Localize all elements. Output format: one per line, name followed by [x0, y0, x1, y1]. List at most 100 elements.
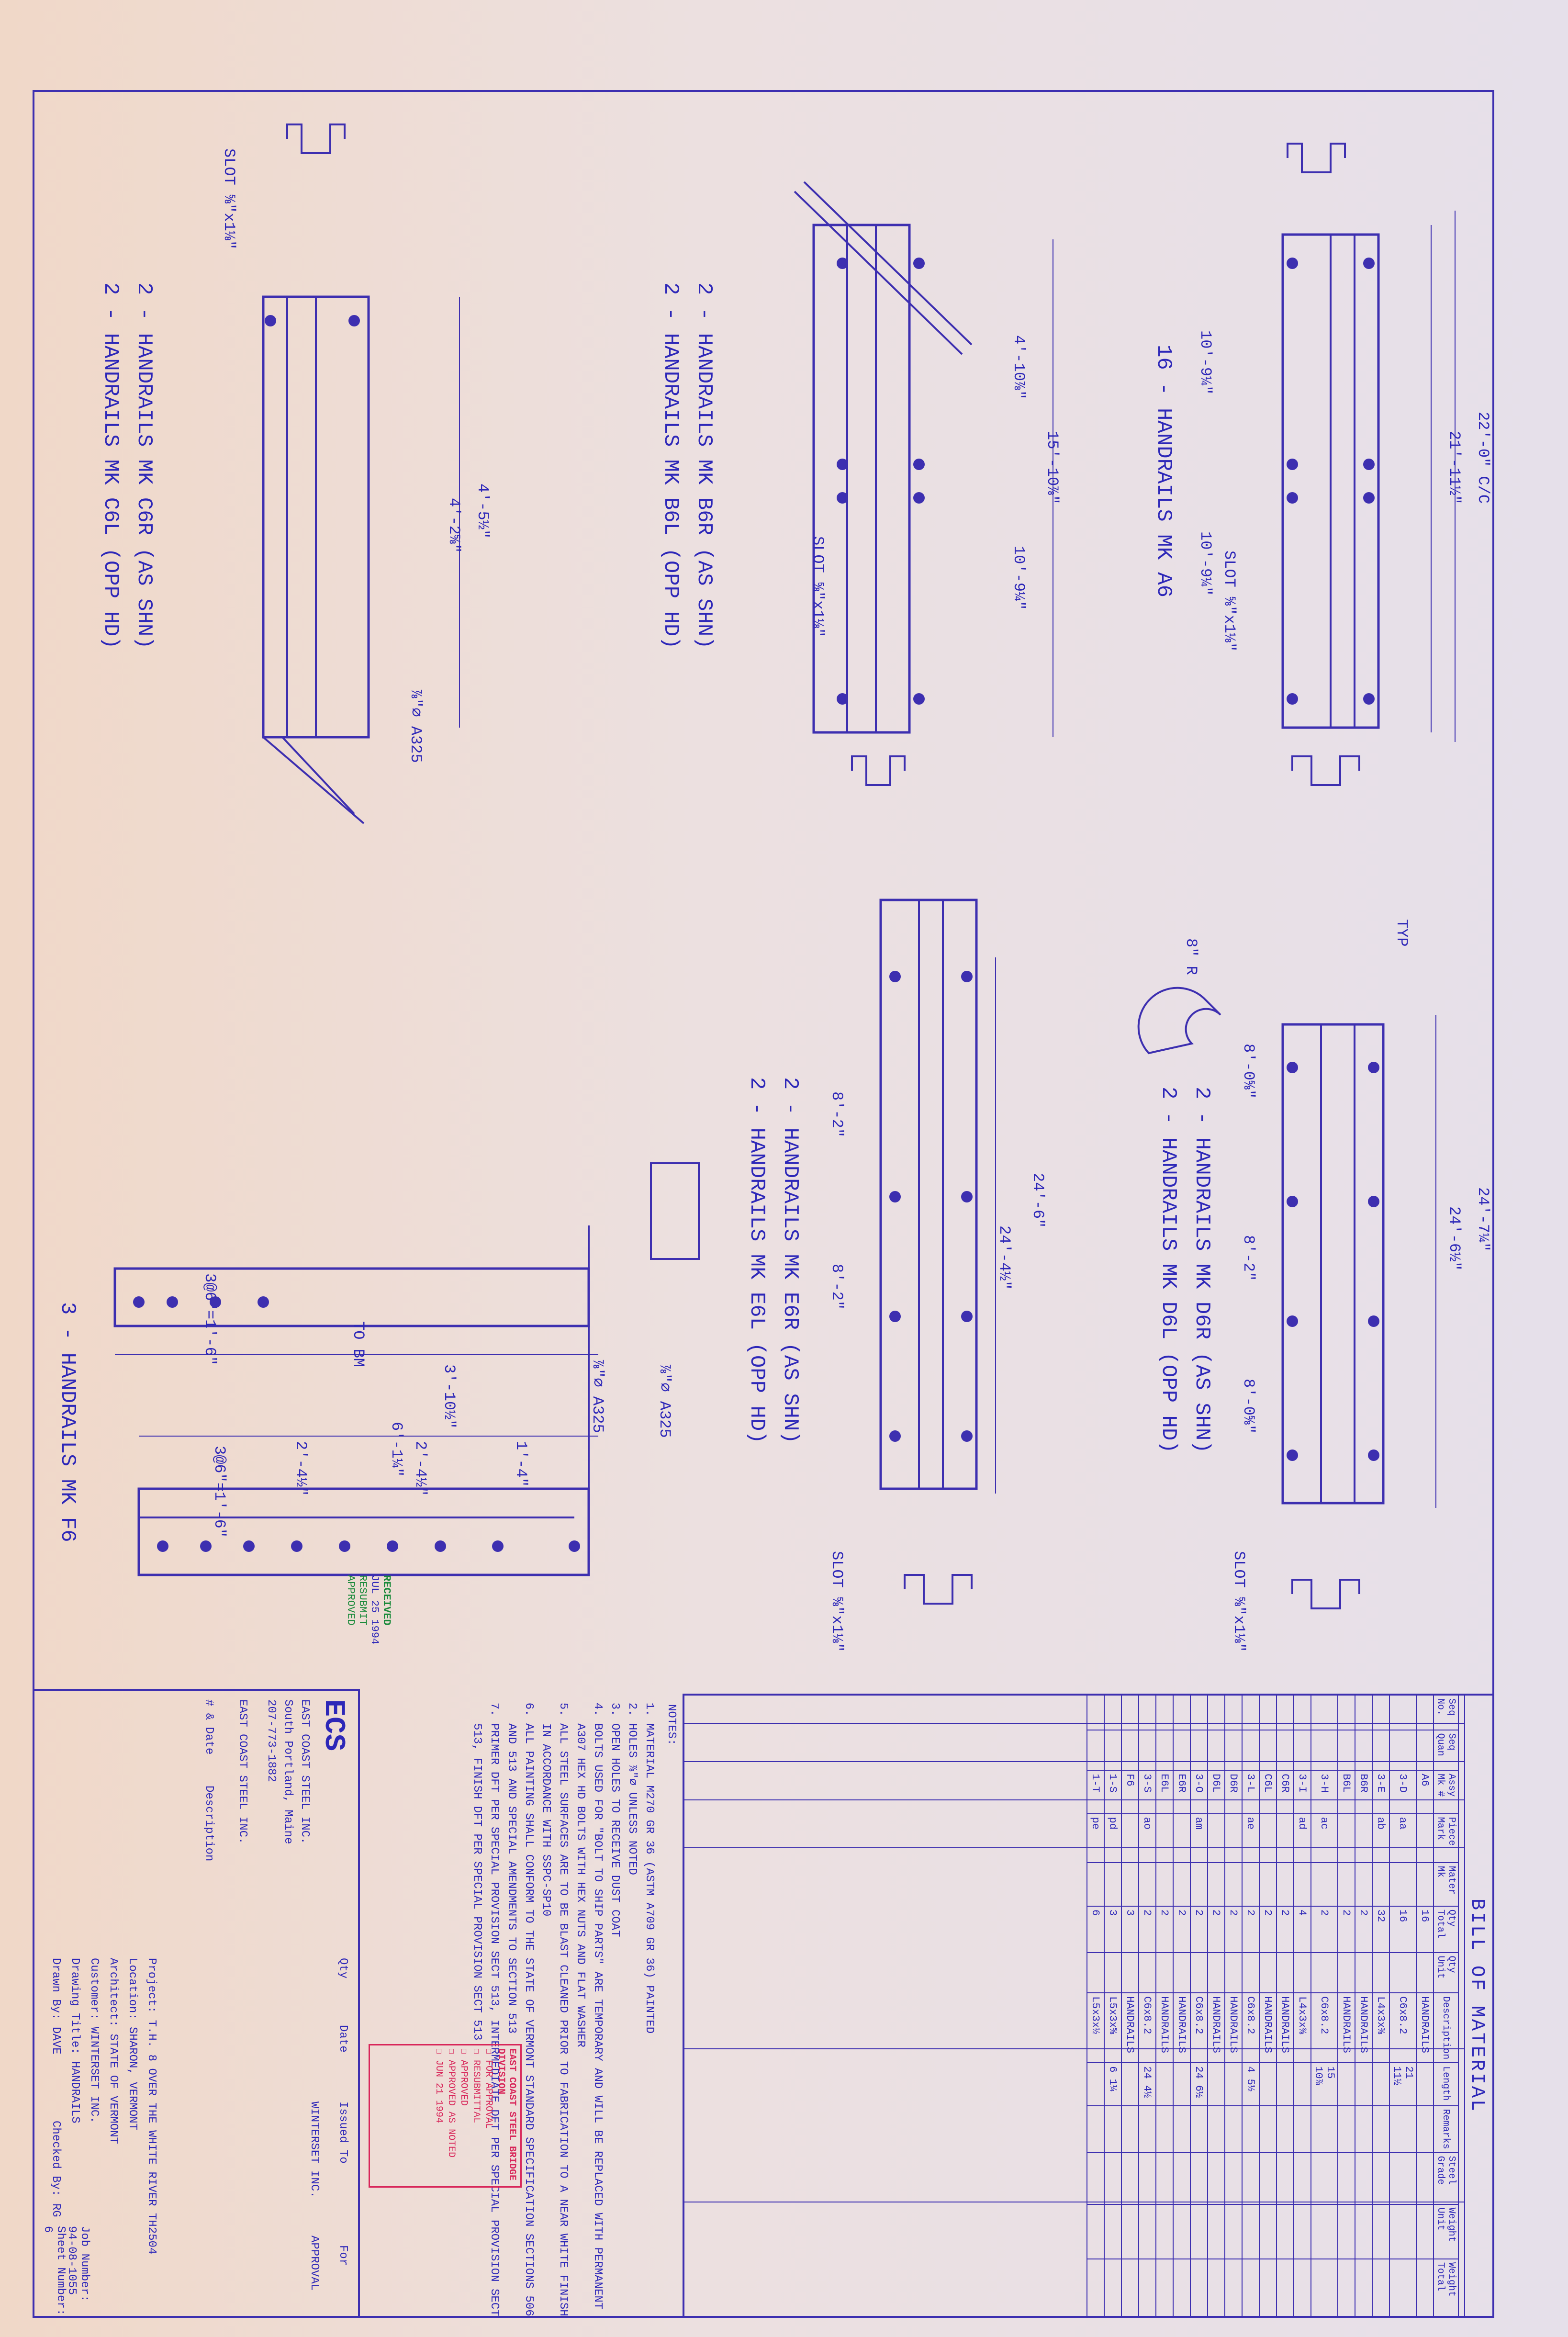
dim-e6-seg-2: 8'-2"	[828, 1264, 846, 1310]
bom-cell: ae	[1242, 1813, 1259, 1863]
bom-cell: HANDRAILS	[1121, 1993, 1139, 2063]
e6-label-l: 2 - HANDRAILS MK E6L (OPP HD)	[745, 1077, 769, 1444]
notes-list: MATERIAL M270 GR 36 (ASTM A709 GR 36) PA…	[468, 1714, 658, 2326]
bom-header-cell: Seq No.	[1434, 1695, 1458, 1730]
approval-stamp-title: EAST COAST STEEL BRIDGE DIVISION	[495, 2048, 517, 2181]
note-item: HOLES ⅞"⌀ UNLESS NOTED	[623, 1723, 640, 2326]
bom-cell	[1087, 1695, 1104, 1730]
bom-cell	[1338, 2258, 1355, 2316]
dim-f6-spacing-2: 3@6"=1'-6"	[211, 1446, 228, 1538]
bom-cell: F6	[1121, 1770, 1139, 1814]
note-item: ALL STEEL SURFACES ARE TO BE BLAST CLEAN…	[537, 1723, 571, 2326]
dim-e6-total: 24'-6"	[1029, 1173, 1047, 1228]
a6-handrail-view	[1281, 143, 1456, 786]
bom-cell: pe	[1087, 1813, 1104, 1863]
typ-label: TYP	[1393, 919, 1411, 947]
dim-d6-seg-2: 8'-0⅝"	[1240, 1379, 1257, 1434]
bolt-note-f6-3: ⅞"⌀ A325	[589, 1360, 606, 1433]
bom-cell	[1242, 2258, 1259, 2316]
bom-cell: HANDRAILS	[1156, 1993, 1173, 2063]
bom-cell	[1087, 1730, 1104, 1771]
checked-by-label: Checked By:	[49, 2121, 62, 2197]
issued-to-label: Issued To	[336, 2101, 349, 2164]
approval-stamp-line: ☐ FOR APPROVAL	[483, 2048, 494, 2129]
bom-cell: 2	[1190, 1906, 1208, 1953]
bom-cell	[1225, 2105, 1242, 2153]
bom-cell	[1355, 1813, 1372, 1863]
bom-cell: 2	[1338, 1906, 1355, 1953]
bom-cell: HANDRAILS	[1173, 1993, 1190, 2063]
bom-cell	[1372, 1730, 1389, 1771]
bom-cell: 3-H	[1311, 1770, 1338, 1814]
bom-cell	[1208, 2152, 1225, 2204]
bom-cell	[1338, 2152, 1355, 2204]
bom-cell	[1338, 2105, 1355, 2153]
bom-cell	[1372, 1695, 1389, 1730]
bom-header-cell: Mater Mk	[1434, 1862, 1458, 1906]
dim-f6-a: 2'-4½"	[292, 1441, 310, 1496]
bom-cell: HANDRAILS	[1416, 1993, 1434, 2063]
bom-cell	[1225, 1862, 1242, 1906]
bom-cell: 15 10⅞	[1311, 2063, 1338, 2106]
bom-cell	[1104, 2152, 1121, 2204]
slot-note-b6: SLOT ⅝"x1⅛"	[809, 536, 827, 637]
company-logo: ECS	[317, 1699, 349, 1752]
bom-cell	[1259, 2258, 1277, 2316]
bom-header-cell: Qty Unit	[1434, 1952, 1458, 1993]
bom-cell	[1121, 1813, 1139, 1863]
dim-b6-seg2: 10'-9¼"	[1010, 546, 1028, 610]
bom-cell	[1139, 1730, 1156, 1771]
desc-label: Description	[202, 1786, 215, 1862]
dim-c6-len2: 4'-2⅝"	[445, 498, 463, 553]
bom-cell: 2	[1355, 1906, 1372, 1953]
bom-cell	[1156, 2204, 1173, 2259]
bom-cell: am	[1190, 1813, 1208, 1863]
bom-cell: HANDRAILS	[1277, 1993, 1294, 2063]
bom-cell: HANDRAILS	[1225, 1993, 1242, 2063]
bom-cell	[1311, 1730, 1338, 1771]
bom-cell	[1277, 1695, 1294, 1730]
bom-cell	[1208, 2105, 1225, 2153]
bom-cell	[1294, 1952, 1311, 1993]
bom-cell	[1416, 2258, 1434, 2316]
bom-cell: L5x3x⅝	[1104, 1993, 1121, 2063]
corporate-name: EAST COAST STEEL INC.	[236, 1699, 249, 1844]
bom-cell: 2	[1156, 1906, 1173, 1953]
bom-cell	[1355, 2105, 1372, 2153]
bom-cell	[1156, 2063, 1173, 2106]
dim-f6-bm: 3'-10½"	[440, 1364, 458, 1428]
approval-stamp-line: ☐ APPROVED	[458, 2048, 469, 2106]
bom-cell	[1338, 2063, 1355, 2106]
bom-cell	[1225, 2258, 1242, 2316]
bom-cell	[1208, 1862, 1225, 1906]
bom-cell	[1277, 2204, 1294, 2259]
issued-to-value: WINTERSET INC.	[308, 2101, 321, 2198]
bom-cell	[1156, 1730, 1173, 1771]
bom-cell	[1294, 1695, 1311, 1730]
bom-cell: ao	[1139, 1813, 1156, 1863]
bom-cell	[1173, 2152, 1190, 2204]
b6-handrail-view	[794, 181, 1053, 786]
approval-stamp-line: ☐ APPROVED AS NOTED	[446, 2048, 457, 2158]
bom-cell	[1311, 1695, 1338, 1730]
bom-cell	[1190, 2204, 1208, 2259]
bom-cell	[1087, 2063, 1104, 2106]
approval-stamp-lines: ☐ FOR APPROVAL☐ RESUBMITTAL☐ APPROVED☐ A…	[433, 2048, 495, 2183]
bom-cell	[1355, 2258, 1372, 2316]
bom-cell	[1259, 2204, 1277, 2259]
bom-cell	[1173, 2063, 1190, 2106]
bom-cell	[1389, 2204, 1416, 2259]
received-stamp-date: JUL 25 1994	[369, 1575, 381, 1645]
bom-cell	[1355, 2063, 1372, 2106]
for-label: For	[336, 2245, 349, 2266]
bom-cell	[1104, 2204, 1121, 2259]
bom-cell	[1208, 1695, 1225, 1730]
bom-cell	[1389, 1862, 1416, 1906]
